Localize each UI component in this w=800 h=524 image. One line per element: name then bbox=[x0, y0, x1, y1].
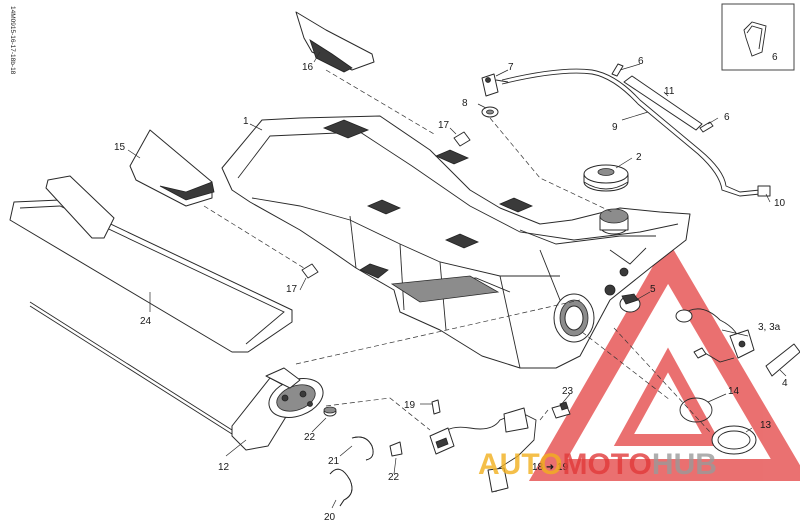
part-14-o-ring bbox=[679, 397, 713, 423]
part-6-clamp-upper bbox=[611, 63, 624, 77]
callout-9: 9 bbox=[612, 122, 618, 133]
watermark-wordmark: AUTOMOTOHUB bbox=[478, 448, 717, 481]
callout-10: 10 bbox=[774, 198, 786, 209]
part-24-small-plate bbox=[45, 175, 115, 239]
svg-text:AUTOMOTOHUB: AUTOMOTOHUB bbox=[478, 448, 717, 481]
part-22-clamp-right bbox=[389, 441, 403, 457]
part-22-clamp-left bbox=[323, 406, 337, 417]
part-13-lock-ring bbox=[711, 425, 757, 455]
callout-17-lower: 17 bbox=[286, 284, 298, 295]
callout-6-right: 6 bbox=[724, 112, 730, 123]
callout-1: 1 bbox=[243, 116, 249, 127]
watermark-logo bbox=[528, 240, 800, 481]
callout-18-to-19: 18 ➜ 19 bbox=[532, 462, 569, 473]
document-code: 14M0915-16-17-18b-18 bbox=[9, 6, 16, 75]
part-9-vent-hose bbox=[501, 68, 761, 197]
part-1-fuel-tank bbox=[221, 115, 691, 369]
callout-15: 15 bbox=[114, 142, 126, 153]
part-4-hose bbox=[765, 343, 800, 377]
assembly-lines bbox=[203, 69, 711, 433]
callout-22-left: 22 bbox=[304, 432, 316, 443]
callout-16: 16 bbox=[302, 62, 314, 73]
callout-4: 4 bbox=[782, 378, 788, 389]
part-6-clamp-right bbox=[699, 121, 714, 133]
part-11-sleeve bbox=[623, 75, 703, 131]
callout-22-right: 22 bbox=[388, 472, 400, 483]
callout-2: 2 bbox=[636, 152, 642, 163]
part-17-grommet-upper bbox=[453, 131, 471, 147]
callout-21: 21 bbox=[328, 456, 340, 467]
callout-23: 23 bbox=[562, 386, 574, 397]
part-2-filler-cap bbox=[583, 164, 629, 192]
part-5-clamp bbox=[619, 293, 641, 313]
callout-7: 7 bbox=[508, 62, 514, 73]
callout-6-upper: 6 bbox=[638, 56, 644, 67]
part-3-sensor bbox=[675, 308, 755, 363]
callout-13: 13 bbox=[760, 420, 772, 431]
callout-14: 14 bbox=[728, 386, 740, 397]
inset-box: 6 bbox=[721, 3, 795, 71]
callout-6-inset: 6 bbox=[772, 52, 778, 63]
callout-11: 11 bbox=[664, 86, 675, 97]
callout-20: 20 bbox=[324, 512, 336, 523]
part-21-hose bbox=[351, 436, 374, 461]
part-18-fuel-line bbox=[429, 407, 537, 493]
watermark-auto: AUTO bbox=[478, 448, 562, 481]
callout-5: 5 bbox=[650, 284, 656, 295]
callout-8: 8 bbox=[462, 98, 468, 109]
callout-24: 24 bbox=[140, 316, 152, 327]
leader-lines bbox=[127, 51, 787, 509]
part-16-shield bbox=[295, 11, 375, 73]
part-20-hose bbox=[329, 468, 353, 507]
part-15-shield bbox=[129, 129, 215, 207]
part-10-fitting bbox=[757, 185, 771, 197]
callout-3-3a: 3, 3a bbox=[758, 322, 781, 333]
callout-labels: 1 2 3, 3a 4 5 6 6 7 8 9 10 11 12 13 14 1… bbox=[114, 56, 788, 523]
callout-17-upper: 17 bbox=[438, 120, 450, 131]
part-17-grommet-lower bbox=[301, 263, 319, 279]
part-12-pump-rod bbox=[29, 301, 324, 451]
watermark-moto: MOTO bbox=[562, 448, 651, 481]
part-8-grommet bbox=[481, 106, 499, 118]
part-7-vent-valve bbox=[481, 73, 509, 97]
callout-19: 19 bbox=[404, 400, 416, 411]
part-24-plate bbox=[9, 199, 293, 353]
watermark-hub: HUB bbox=[652, 448, 717, 481]
part-19-connector bbox=[431, 399, 441, 415]
callout-12: 12 bbox=[218, 462, 230, 473]
